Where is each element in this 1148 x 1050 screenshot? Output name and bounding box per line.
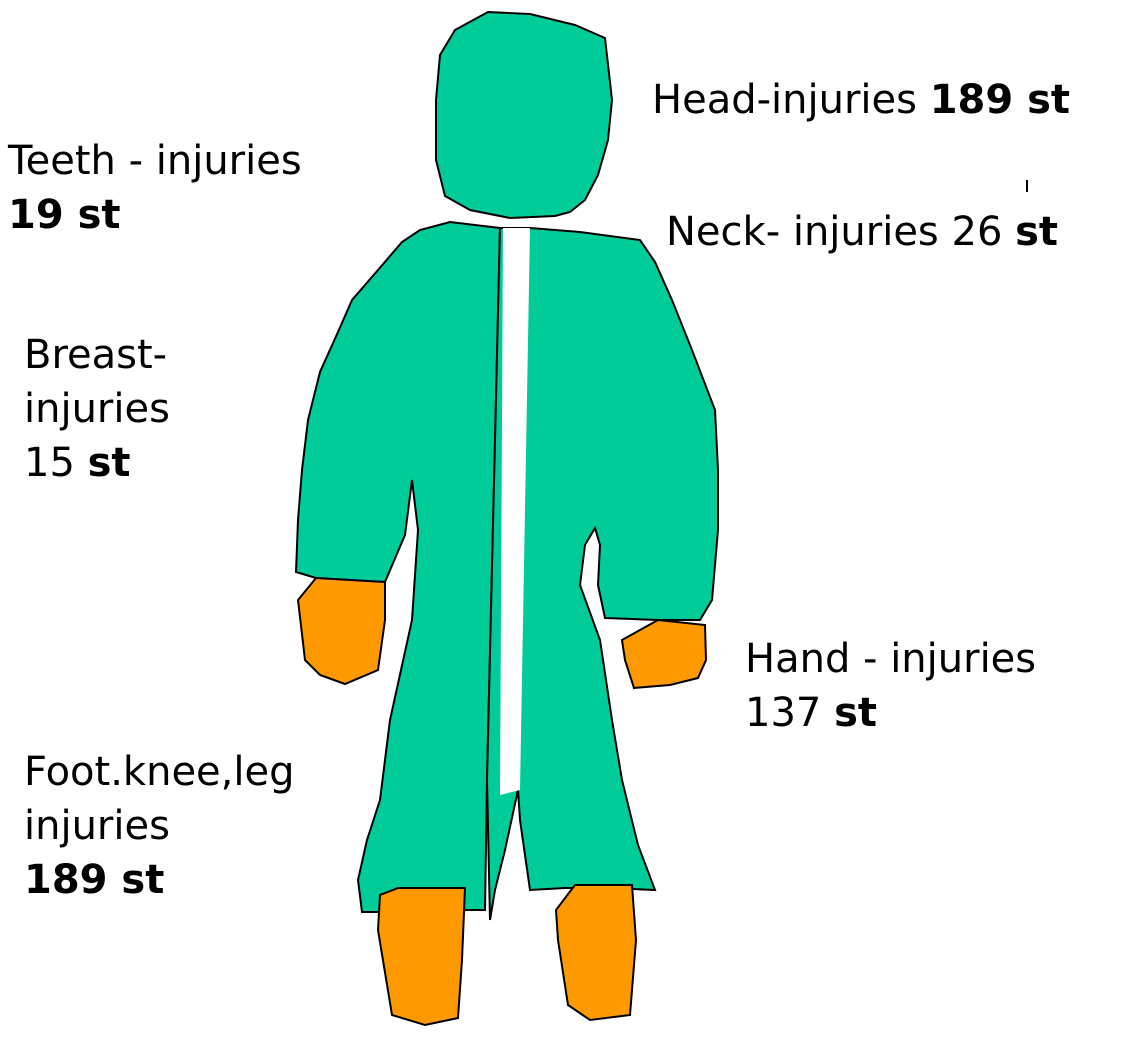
teeth-label-text: Teeth - injuries (8, 134, 302, 188)
right-hand-shape (622, 620, 706, 688)
foot-label-line2: injuries (24, 799, 295, 853)
breast-injuries-label: Breast- injuries 15 st (24, 328, 170, 490)
head-shape (436, 12, 612, 218)
torso-left-shape (296, 222, 500, 912)
breast-label-unit: st (88, 440, 131, 486)
neck-label-unit: st (1015, 209, 1058, 255)
neck-injuries-label: Neck- injuries 26 st (666, 205, 1058, 259)
breast-label-count: 15 (24, 440, 75, 486)
foot-label-line1: Foot.knee,leg (24, 745, 295, 799)
hand-label-count: 137 (745, 690, 821, 736)
head-injuries-label: Head-injuries 189 st (652, 73, 1070, 127)
teeth-label-count: 19 st (8, 192, 121, 238)
teeth-injuries-label: Teeth - injuries 19 st (8, 134, 302, 242)
hand-label-unit: st (834, 690, 877, 736)
left-foot-shape (378, 888, 465, 1025)
foot-injuries-label: Foot.knee,leg injuries 189 st (24, 745, 295, 907)
breast-label-line1: Breast- (24, 328, 170, 382)
head-label-count: 189 st (930, 77, 1070, 123)
neck-label-text: Neck- injuries 26 (666, 209, 1002, 255)
left-hand-shape (298, 578, 385, 684)
tick-mark (1026, 180, 1028, 192)
right-foot-shape (556, 885, 636, 1020)
hand-injuries-label: Hand - injuries 137 st (745, 632, 1036, 740)
foot-label-count: 189 st (24, 857, 164, 903)
hand-label-text: Hand - injuries (745, 632, 1036, 686)
breast-label-line2: injuries (24, 382, 170, 436)
head-label-text: Head-injuries (652, 77, 917, 123)
